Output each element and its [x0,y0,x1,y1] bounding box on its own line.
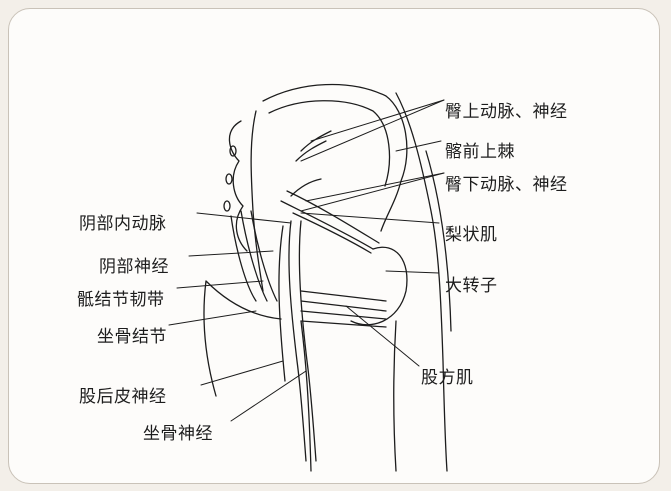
label-sciatic: 坐骨神经 [143,419,213,444]
label-greater-trochanter: 大转子 [445,271,498,296]
ilium-inner [269,101,389,186]
sacrotuberous-ligament [231,211,277,301]
inferior-gluteal-vessels [291,179,321,196]
label-piriformis: 梨状肌 [445,220,498,245]
greater-trochanter [351,247,407,325]
label-internal-pudendal: 阴部内动脉 [79,209,167,234]
sacral-foramen-1 [230,146,236,156]
label-sacrotuberous: 骶结节韧带 [77,285,165,310]
quadratus-femoris [301,291,386,327]
label-superior-gluteal: 臀上动脉、神经 [445,97,568,122]
post-fem-cutaneous-nerve [279,226,285,381]
label-ilium-spine: 髂前上棘 [445,137,515,162]
ischium-outline [204,281,281,396]
sacral-foramen-3 [224,201,230,211]
label-inferior-gluteal: 臀下动脉、神经 [445,170,568,195]
label-pudendal-nerve: 阴部神经 [99,252,169,277]
label-quadratus-femoris: 股方肌 [421,363,474,388]
sciatic-nerve [289,221,316,461]
superior-gluteal-vessels [296,131,331,161]
figure-panel: 臀上动脉、神经 髂前上棘 臀下动脉、神经 梨状肌 大转子 股方肌 阴部内动脉 阴… [8,8,660,484]
femur-right [394,321,396,471]
label-posterior-femoral-cutaneous: 股后皮神经 [79,382,167,407]
anatomy-illustration [9,9,660,484]
femur-left [301,321,311,471]
label-ischial-tuberosity: 坐骨结节 [97,322,167,347]
sacral-foramen-2 [226,174,232,184]
piriformis-muscle [281,191,379,253]
